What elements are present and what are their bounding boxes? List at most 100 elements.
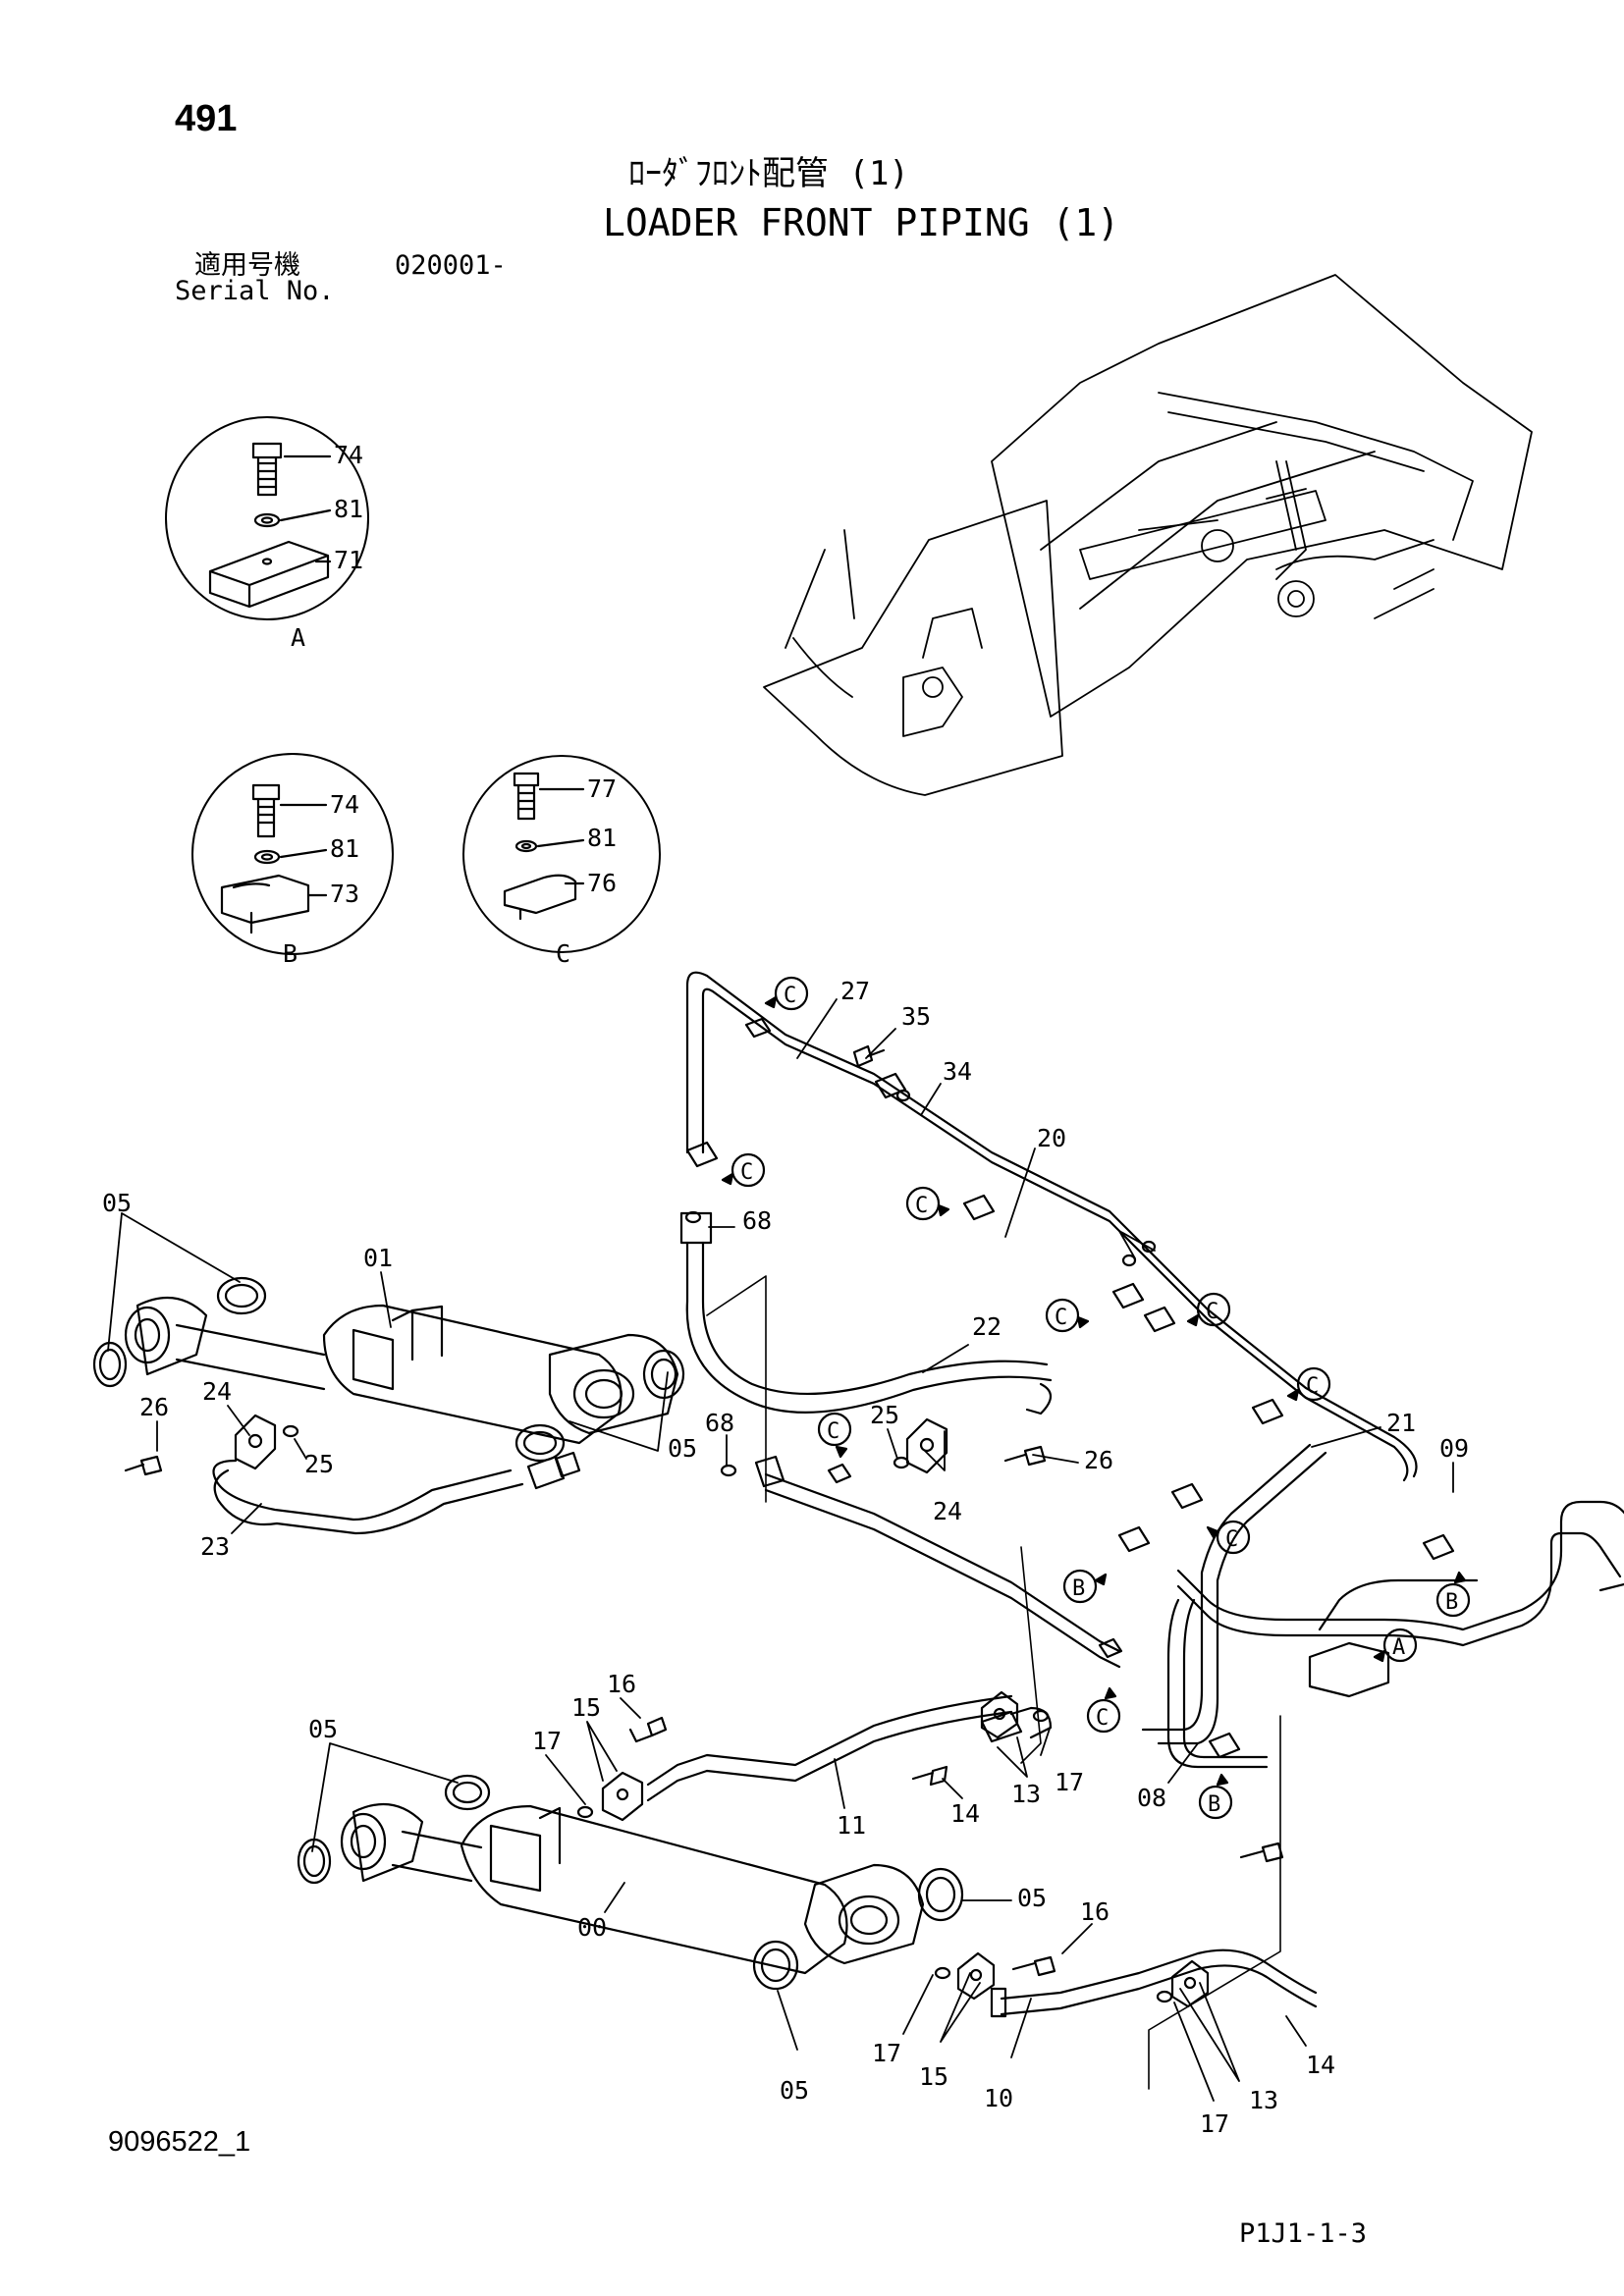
detail-a-part-1: 74	[334, 441, 363, 469]
page-title-japanese: ﾛｰﾀﾞﾌﾛﾝﾄ配管 (1)	[628, 154, 909, 193]
callout-26-right: 26	[1084, 1446, 1113, 1474]
svg-text:B: B	[1445, 1590, 1458, 1615]
svg-text:B: B	[1208, 1792, 1220, 1817]
serial-value: 020001-	[395, 250, 507, 281]
callout-23: 23	[200, 1532, 230, 1561]
detail-a-part-3: 71	[334, 546, 363, 574]
detail-b-label: B	[283, 939, 298, 968]
callout-01: 01	[363, 1244, 393, 1272]
bolts	[124, 1044, 1284, 1977]
callout-21: 21	[1386, 1409, 1416, 1437]
callout-09: 09	[1439, 1434, 1469, 1463]
callout-20: 20	[1037, 1124, 1066, 1152]
clamp-markers: C C C C C C C C C B B B A	[721, 976, 1471, 1820]
marker-c-2: C	[721, 1152, 766, 1188]
callout-25-right: 25	[870, 1401, 899, 1429]
callout-27: 27	[840, 977, 870, 1005]
callout-13-upper: 13	[1011, 1780, 1041, 1808]
detail-c-part-2: 81	[587, 824, 617, 852]
svg-text:C: C	[915, 1194, 928, 1218]
marker-c-5: C	[1186, 1292, 1231, 1327]
hose-11	[646, 1694, 1053, 1802]
marker-b-2: B	[1435, 1571, 1471, 1618]
callout-17-lower-right: 17	[1200, 2109, 1229, 2138]
marker-b-1: B	[1062, 1569, 1108, 1604]
callout-14-lower: 14	[1306, 2051, 1335, 2079]
hose-23	[212, 1451, 581, 1535]
hose-22	[679, 1211, 1053, 1415]
callout-numbers: 27 35 34 20 68 22 05 01 24 26 25 05 68 2…	[102, 977, 1469, 2138]
page-title-english: LOADER FRONT PIPING (1)	[603, 201, 1120, 244]
sheet-code: P1J1-1-3	[1239, 2218, 1368, 2249]
callout-10: 10	[984, 2084, 1013, 2112]
marker-c-1: C	[764, 976, 809, 1011]
svg-text:C: C	[1055, 1306, 1067, 1330]
callout-68-top: 68	[742, 1206, 772, 1235]
marker-c-8: C	[1206, 1520, 1251, 1555]
detail-c-part-1: 77	[587, 774, 617, 803]
svg-text:C: C	[1225, 1527, 1238, 1552]
detail-c-label: C	[556, 939, 570, 968]
marker-c-6: C	[1286, 1366, 1331, 1402]
marker-c-4: C	[1045, 1298, 1090, 1333]
callout-17-upper: 17	[532, 1727, 562, 1755]
svg-text:C: C	[1206, 1300, 1218, 1324]
callout-34: 34	[943, 1057, 972, 1086]
hose-10	[990, 1949, 1318, 2018]
reference-lines	[706, 1275, 1281, 2090]
callout-24-left: 24	[202, 1377, 232, 1406]
document-number: 9096522_1	[108, 2126, 251, 2158]
loader-overview-illustration	[763, 274, 1533, 796]
callout-05-right: 05	[668, 1434, 697, 1463]
svg-text:C: C	[1306, 1374, 1319, 1399]
detail-b-part-2: 81	[330, 834, 359, 863]
callout-17-right: 17	[1055, 1768, 1084, 1796]
detail-view-a: 74 81 71 A	[165, 416, 369, 652]
pipe-09-08	[1166, 1500, 1624, 1769]
callout-00: 00	[577, 1913, 607, 1942]
svg-text:C: C	[784, 984, 796, 1008]
callout-35: 35	[901, 1002, 931, 1031]
marker-c-3: C	[905, 1186, 950, 1221]
callout-68-mid: 68	[705, 1409, 734, 1437]
callout-05-bottom: 05	[780, 2076, 809, 2105]
callout-15-upper: 15	[571, 1693, 601, 1722]
callout-24-right: 24	[933, 1497, 962, 1525]
callout-17-lower-left: 17	[872, 2039, 901, 2067]
callout-13-lower: 13	[1249, 2086, 1278, 2114]
marker-c-7: C	[817, 1412, 852, 1459]
marker-c-9: C	[1086, 1686, 1121, 1734]
svg-text:C: C	[1096, 1706, 1109, 1731]
detail-view-b: 74 81 73 B	[191, 753, 394, 968]
page-number: 491	[175, 98, 238, 139]
callout-25-left: 25	[304, 1450, 334, 1478]
serial-label-english: Serial No.	[175, 276, 335, 306]
pipe-clamps	[685, 1017, 1455, 1759]
callout-16-lower: 16	[1080, 1897, 1110, 1926]
callout-05-upper: 05	[102, 1189, 132, 1217]
svg-text:B: B	[1072, 1576, 1085, 1601]
detail-view-c: 77 81 76 C	[462, 755, 661, 968]
callout-26-left: 26	[139, 1393, 169, 1421]
svg-text:A: A	[1392, 1635, 1405, 1660]
detail-a-label: A	[291, 623, 305, 652]
callout-11: 11	[837, 1811, 866, 1840]
serial-label-japanese: 適用号機	[194, 250, 300, 281]
callout-16-upper: 16	[607, 1670, 636, 1698]
o-rings	[282, 1089, 1173, 2003]
marker-b-3: B	[1198, 1773, 1233, 1820]
pipe-27-20-21	[685, 971, 1418, 1745]
callout-14-upper: 14	[950, 1799, 980, 1828]
callout-08: 08	[1137, 1784, 1166, 1812]
detail-a-part-2: 81	[334, 495, 363, 523]
callout-15-lower: 15	[919, 2062, 948, 2091]
callout-05-lower-left: 05	[308, 1715, 338, 1743]
leader-lines	[107, 998, 1454, 2102]
pipe-24	[754, 1455, 1121, 1669]
detail-b-part-1: 74	[330, 790, 359, 819]
detail-c-part-3: 76	[587, 869, 617, 897]
svg-text:C: C	[740, 1160, 753, 1185]
cylinder-01	[124, 1296, 679, 1445]
svg-text:C: C	[827, 1419, 839, 1444]
